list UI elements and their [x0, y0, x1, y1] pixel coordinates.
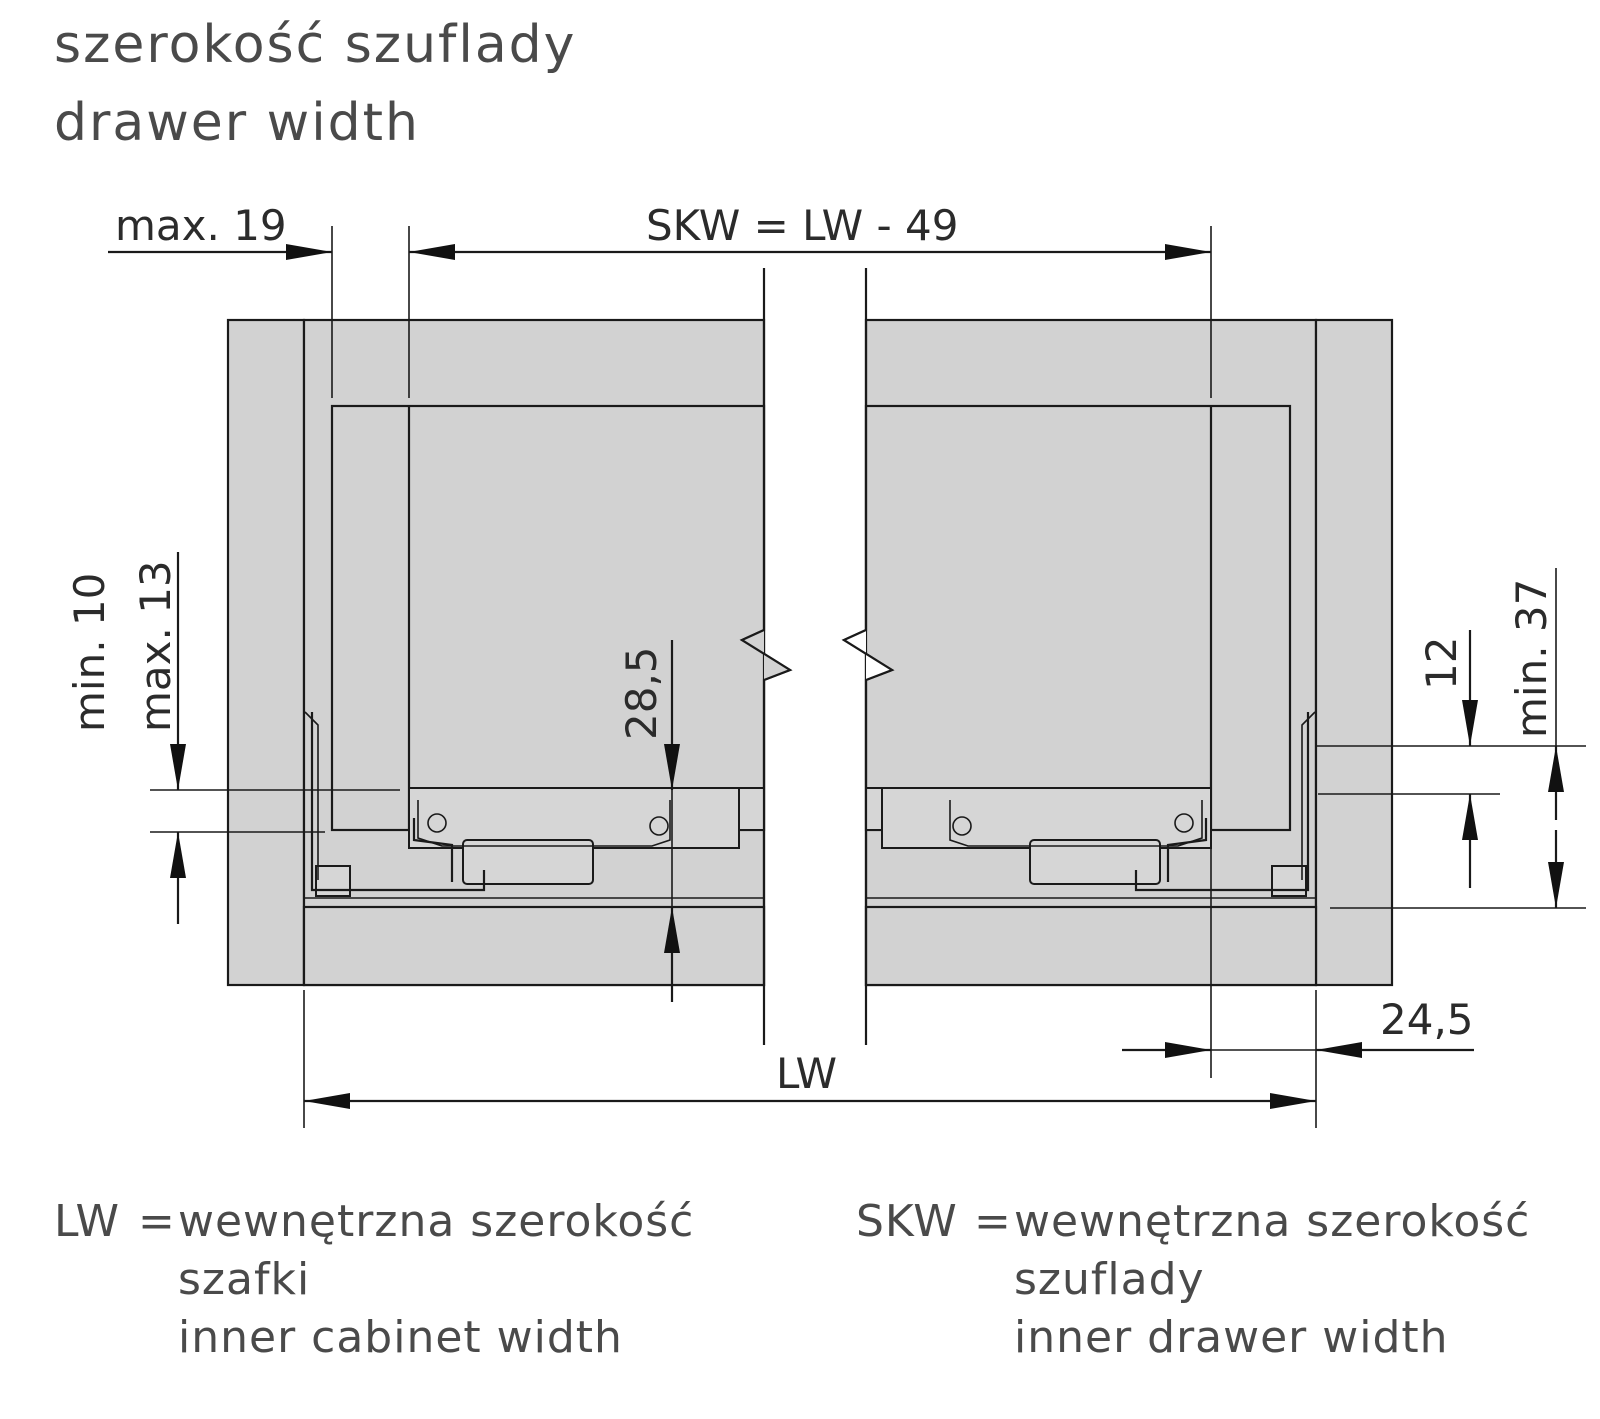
cabinet-right-half	[864, 318, 1394, 987]
label-24-5: 24,5	[1380, 995, 1474, 1044]
legend-skw-line2: szuflady	[1014, 1254, 1205, 1305]
cabinet-left-half	[226, 318, 766, 987]
legend-skw-line3: inner drawer width	[1014, 1312, 1449, 1363]
legend-skw-eq: =	[974, 1196, 1012, 1247]
label-max-13: max. 13	[131, 560, 180, 732]
dimension-min10-max13	[150, 552, 400, 924]
dimension-24-5	[1122, 830, 1474, 1078]
dimension-top	[108, 226, 1212, 398]
title-en: drawer width	[54, 93, 420, 153]
label-min-37: min. 37	[1507, 579, 1556, 738]
title-pl: szerokość szuflady	[54, 15, 576, 75]
legend-lw-abbr: LW	[54, 1196, 120, 1247]
legend-lw: LW = wewnętrzna szerokość szafki inner c…	[54, 1196, 694, 1363]
label-max-19: max. 19	[115, 201, 287, 250]
legend-lw-line3: inner cabinet width	[178, 1312, 623, 1363]
label-12: 12	[1417, 637, 1466, 690]
break-gap	[739, 268, 895, 1045]
label-28-5: 28,5	[617, 646, 666, 740]
dimension-12-min37	[1316, 568, 1586, 909]
dimension-lw	[303, 990, 1317, 1128]
legend-skw-line1: wewnętrzna szerokość	[1014, 1196, 1530, 1247]
legend-lw-line2: szafki	[178, 1254, 310, 1305]
label-min-10: min. 10	[65, 573, 114, 732]
label-lw: LW	[776, 1049, 837, 1098]
legend-lw-eq: =	[138, 1196, 176, 1247]
legend-skw: SKW = wewnętrzna szerokość szuflady inne…	[856, 1196, 1530, 1363]
legend-skw-abbr: SKW	[856, 1196, 958, 1247]
legend-lw-line1: wewnętrzna szerokość	[178, 1196, 694, 1247]
label-skw-formula: SKW = LW - 49	[646, 201, 959, 250]
